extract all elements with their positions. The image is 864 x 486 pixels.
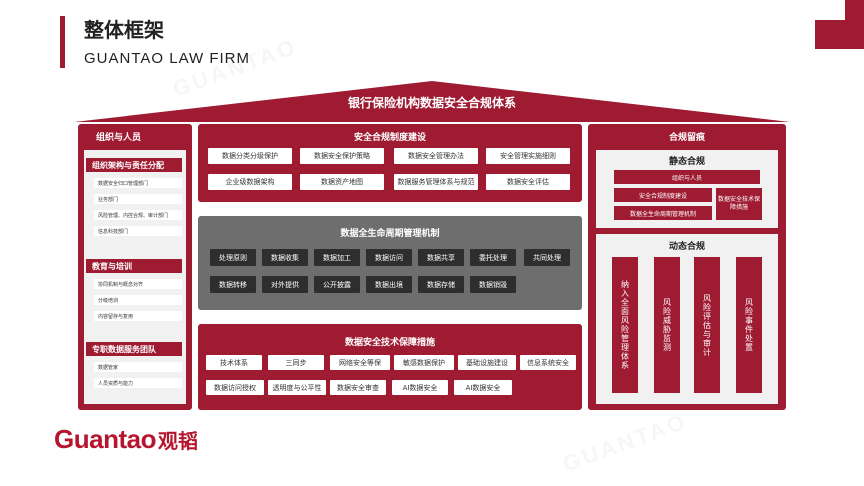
corner-cutout — [815, 0, 845, 20]
lifecycle-item: 数据共享 — [418, 249, 464, 266]
left-group-label: 专职数据服务团队 — [86, 342, 182, 356]
tech-item: 基础设施建设 — [458, 355, 516, 370]
logo-cn-text: 观韬 — [157, 429, 198, 453]
watermark: GUANTAO — [559, 408, 691, 477]
dynamic-item: 纳入全面风险管理体系 — [612, 257, 638, 393]
left-group-item: 数据管家 — [94, 362, 182, 372]
policy-item: 企业级数据架构 — [208, 174, 292, 190]
policy-item: 数据服务管理体系与规范 — [394, 174, 478, 190]
lifecycle-item: 共同处理 — [524, 249, 570, 266]
dynamic-item-label: 风险威胁监测 — [662, 298, 672, 352]
lifecycle-item: 处理原则 — [210, 249, 256, 266]
static-item: 组织与人员 — [614, 170, 760, 184]
lifecycle-item: 委托处理 — [470, 249, 516, 266]
static-side-item: 数据安全技术保障措施 — [716, 188, 762, 220]
static-item: 数据全生命周期管理机制 — [614, 206, 712, 220]
logo-latin-text: Guantao — [54, 424, 156, 454]
tech-item: AI数据安全 — [392, 380, 448, 395]
brand-logo: Guantao 观韬 — [54, 424, 198, 455]
dynamic-item-label: 风险评估与审计 — [702, 293, 712, 357]
dynamic-item: 风险评估与审计 — [694, 257, 720, 393]
left-group-item: 分级培训 — [94, 295, 182, 305]
tech-item: 透明度与公平性 — [268, 380, 326, 395]
tech-item: 技术体系 — [206, 355, 262, 370]
dynamic-item: 风险威胁监测 — [654, 257, 680, 393]
lifecycle-item: 数据销毁 — [470, 276, 516, 293]
lifecycle-item: 数据访问 — [366, 249, 412, 266]
tech-item: 数据访问授权 — [206, 380, 264, 395]
roof-title: 银行保险机构数据安全合规体系 — [347, 96, 516, 110]
tech-panel-title: 数据安全技术保障措施 — [344, 338, 435, 348]
dynamic-item: 风险事件处置 — [736, 257, 762, 393]
static-compliance-title: 静态合规 — [668, 157, 705, 167]
left-group-item: 人员资质与能力 — [94, 378, 182, 388]
left-panel-title: 组织与人员 — [96, 133, 142, 143]
page-title: 整体框架 — [84, 18, 164, 42]
dynamic-item-label: 纳入全面风险管理体系 — [620, 280, 630, 370]
left-group-label: 组织架构与责任分配 — [86, 158, 182, 172]
tech-panel — [198, 324, 582, 410]
policy-item: 数据安全保护策略 — [300, 148, 384, 164]
policy-item: 数据资产地图 — [300, 174, 384, 190]
left-group-item: 信息科技部门 — [94, 226, 182, 236]
left-group-item: 协同机制与概念对齐 — [94, 279, 182, 289]
lifecycle-panel-title: 数据全生命周期管理机制 — [340, 229, 440, 239]
roof-shape — [74, 81, 790, 122]
policy-item: 数据安全评估 — [486, 174, 570, 190]
policy-item: 安全管理实施细则 — [486, 148, 570, 164]
left-group-item: 数据安全归口管理部门 — [94, 178, 182, 188]
tech-item: AI数据安全 — [454, 380, 512, 395]
left-group-item: 业务部门 — [94, 194, 182, 204]
policy-item: 数据安全管理办法 — [394, 148, 478, 164]
left-group-item: 风险管理、内控合规、审计部门 — [94, 210, 182, 220]
lifecycle-item: 数据收集 — [262, 249, 308, 266]
lifecycle-item: 数据转移 — [210, 276, 256, 293]
lifecycle-item: 数据加工 — [314, 249, 360, 266]
tech-item: 网络安全等保 — [330, 355, 390, 370]
lifecycle-item: 数据存储 — [418, 276, 464, 293]
lifecycle-item: 对外提供 — [262, 276, 308, 293]
tech-item: 数据安全审查 — [330, 380, 386, 395]
header-accent-bar — [60, 16, 65, 68]
dynamic-item-label: 风险事件处置 — [744, 298, 754, 352]
left-group-item: 内容留存与复用 — [94, 311, 182, 321]
right-panel-title: 合规留痕 — [668, 133, 705, 143]
page-subtitle: GUANTAO LAW FIRM — [84, 50, 250, 67]
left-group-label: 教育与培训 — [86, 259, 182, 273]
tech-item: 三同步 — [268, 355, 324, 370]
policy-panel-title: 安全合规制度建设 — [353, 133, 426, 143]
dynamic-compliance-title: 动态合规 — [668, 242, 705, 252]
tech-item: 信息系统安全 — [520, 355, 576, 370]
lifecycle-item: 数据出境 — [366, 276, 412, 293]
left-panel-body — [84, 150, 186, 404]
policy-item: 数据分类分级保护 — [208, 148, 292, 164]
static-item: 安全合规制度建设 — [614, 188, 712, 202]
lifecycle-item: 公开披露 — [314, 276, 360, 293]
tech-item: 敏感数据保护 — [394, 355, 454, 370]
